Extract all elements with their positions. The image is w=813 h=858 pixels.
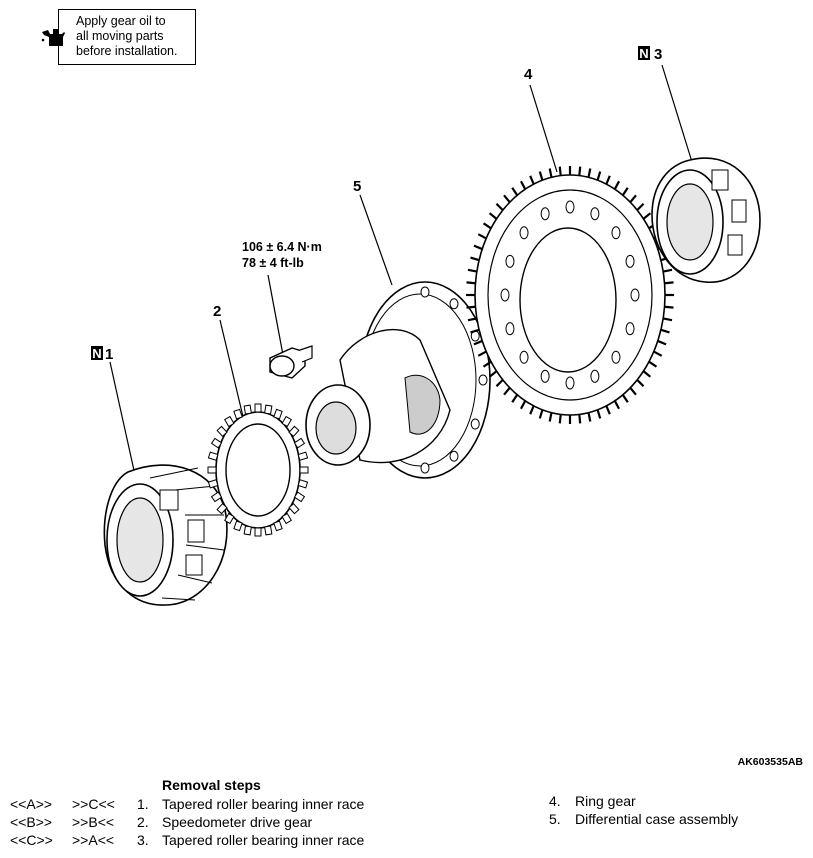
callout-1: 1 — [105, 346, 113, 363]
bearing-part-3 — [651, 157, 761, 283]
step-1-install-mark: <<A>> — [10, 796, 53, 812]
differential-case-part-5 — [305, 281, 491, 479]
step-1-name: Tapered roller bearing inner race — [162, 796, 365, 812]
callout-4: 4 — [524, 66, 533, 83]
removal-steps-title: Removal steps — [162, 777, 261, 793]
step-2-name: Speedometer drive gear — [162, 814, 313, 830]
step-2-number: 2. — [137, 814, 149, 830]
step-4-number: 4. — [549, 793, 561, 809]
svg-text:N: N — [639, 46, 648, 61]
step-5-number: 5. — [549, 811, 561, 827]
bearing-part-1 — [103, 464, 228, 606]
leader-2 — [219, 319, 246, 426]
leader-1 — [109, 361, 136, 476]
leader-bolt — [267, 274, 284, 356]
step-3-install-mark: <<C>> — [10, 832, 53, 848]
exploded-view-drawing: N 1 2 N 3 4 5 106 ± 6.4 N·m 78 ± 4 ft-lb — [91, 46, 761, 606]
leader-3 — [661, 64, 693, 163]
note-line-3: before installation. — [76, 44, 178, 58]
oil-can-icon — [41, 29, 65, 46]
bolt — [269, 345, 313, 379]
torque-metric: 106 ± 6.4 N·m — [242, 240, 322, 254]
torque-imperial: 78 ± 4 ft-lb — [242, 256, 304, 270]
step-3-name: Tapered roller bearing inner race — [162, 832, 365, 848]
leader-4 — [529, 84, 558, 173]
note-line-1: Apply gear oil to — [76, 14, 166, 28]
step-5-name: Differential case assembly — [575, 811, 739, 827]
svg-text:N: N — [92, 346, 101, 361]
leader-5 — [359, 194, 393, 286]
callout-3: 3 — [654, 46, 662, 63]
step-4-name: Ring gear — [575, 793, 636, 809]
step-1-number: 1. — [137, 796, 149, 812]
callout-5: 5 — [353, 178, 361, 195]
n-mark-1: N — [91, 346, 103, 361]
note-line-2: all moving parts — [76, 29, 164, 43]
ring-gear-part-4 — [466, 166, 674, 424]
step-2-install-mark: <<B>> — [10, 814, 53, 830]
step-2-removal-mark: >>B<< — [72, 814, 115, 830]
callout-2: 2 — [213, 303, 221, 320]
figure-code: AK603535AB — [737, 756, 803, 768]
step-3-removal-mark: >>A<< — [72, 832, 115, 848]
note-text: Apply gear oil to all moving parts befor… — [76, 14, 194, 59]
speedometer-drive-gear-part-2 — [207, 403, 309, 537]
step-1-removal-mark: >>C<< — [72, 796, 115, 812]
n-mark-3: N — [638, 46, 650, 61]
step-3-number: 3. — [137, 832, 149, 848]
